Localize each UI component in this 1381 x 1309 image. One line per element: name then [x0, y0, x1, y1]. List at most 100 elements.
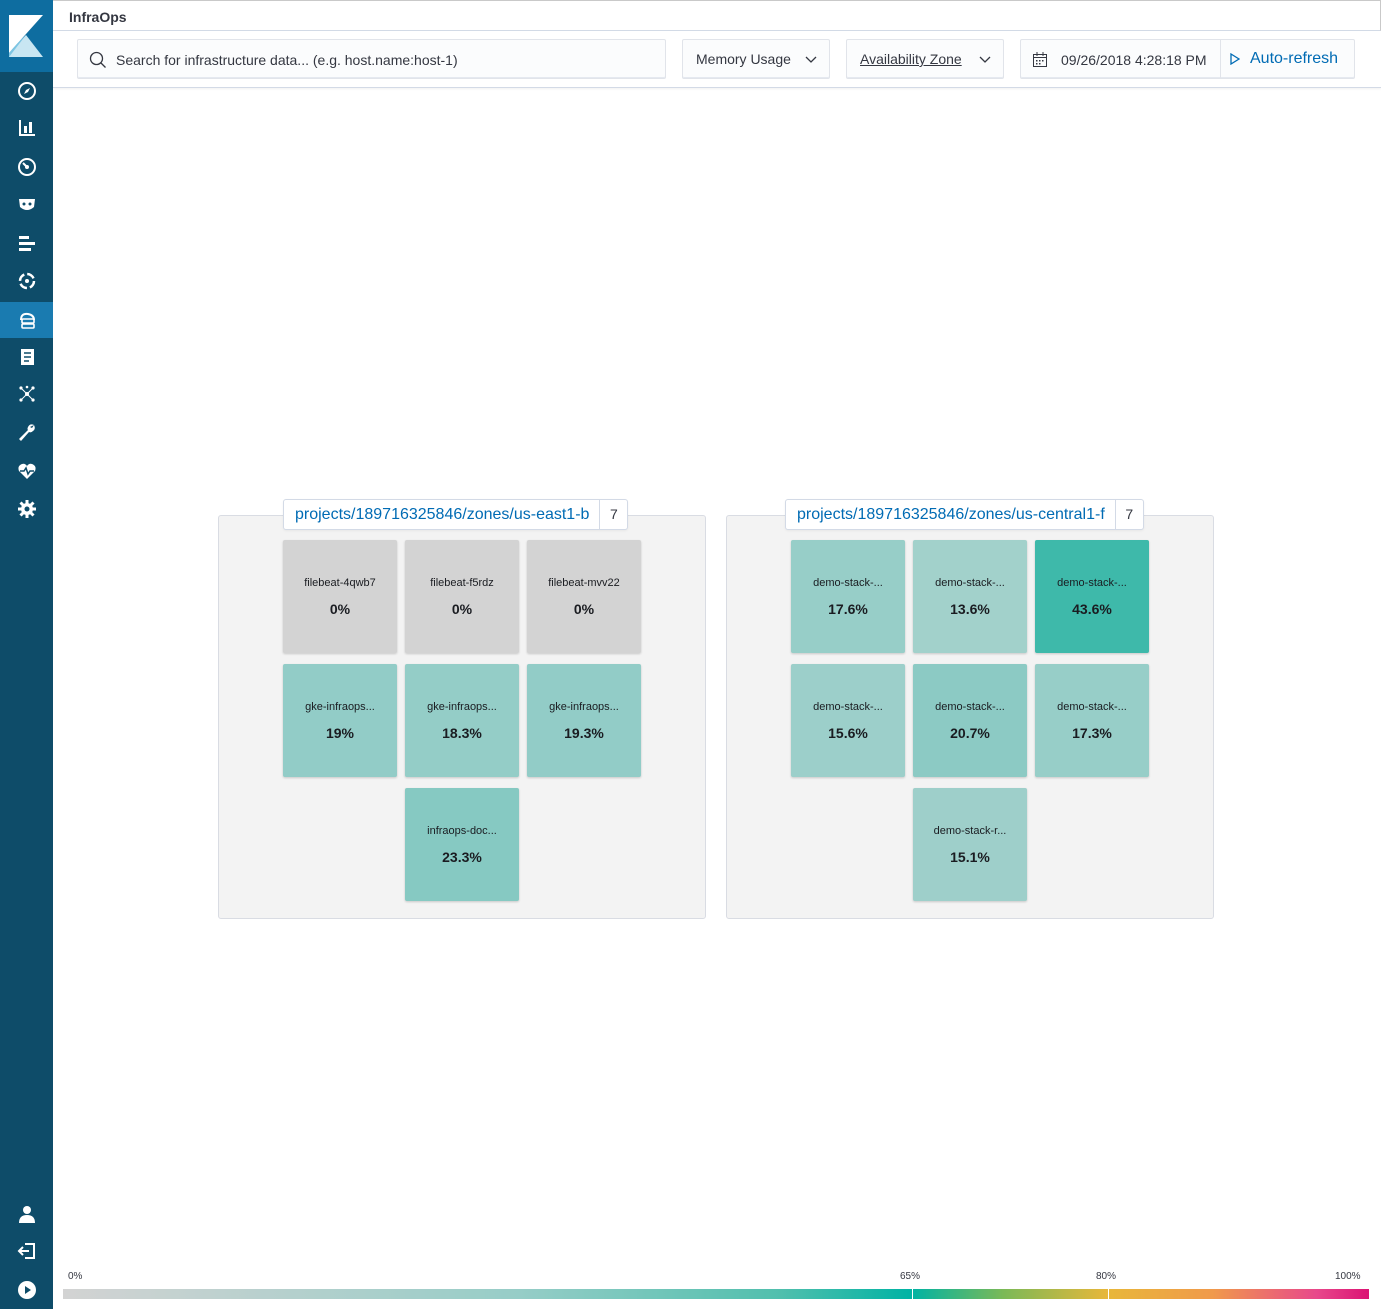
node-value: 17.3%	[1072, 725, 1112, 741]
group-name[interactable]: projects/189716325846/zones/us-east1-b	[295, 505, 590, 523]
sidebar-item-timelion[interactable]	[0, 187, 53, 223]
node-value: 0%	[451, 601, 473, 617]
node-tile[interactable]: demo-stack-r... 15.1%	[913, 788, 1027, 901]
wrench-icon	[17, 422, 37, 442]
sidebar-item-graph[interactable]	[0, 376, 53, 412]
node-label: gke-infraops...	[549, 701, 619, 713]
node-label: filebeat-4qwb7	[304, 577, 376, 589]
chevron-down-icon	[805, 51, 817, 67]
node-value: 19.3%	[564, 725, 604, 741]
play-icon	[1230, 53, 1240, 65]
logout-icon	[17, 1241, 37, 1261]
node-label: infraops-doc...	[427, 825, 497, 837]
legend-gradient-bar	[63, 1289, 1369, 1299]
compass-icon	[17, 81, 37, 101]
node-tile[interactable]: demo-stack-... 17.6%	[791, 540, 905, 653]
node-label: demo-stack-...	[813, 701, 883, 713]
sidebar-item-apm[interactable]	[0, 225, 53, 261]
group-header[interactable]: projects/189716325846/zones/us-central1-…	[785, 499, 1144, 530]
group-us-east1-b: projects/189716325846/zones/us-east1-b 7…	[218, 499, 706, 919]
gear-icon	[17, 499, 37, 519]
node-label: demo-stack-...	[1057, 577, 1127, 589]
metric-dropdown[interactable]: Memory Usage	[682, 39, 830, 79]
node-value: 0%	[573, 601, 595, 617]
dashboard-icon	[17, 157, 37, 177]
node-tile[interactable]: demo-stack-... 17.3%	[1035, 664, 1149, 777]
timelion-icon	[17, 195, 37, 215]
node-tile[interactable]: gke-infraops... 18.3%	[405, 664, 519, 777]
node-label: demo-stack-...	[935, 701, 1005, 713]
legend-tick: 100%	[1335, 1271, 1361, 1282]
legend-tick: 0%	[68, 1271, 83, 1282]
date-input[interactable]: 09/26/2018 4:28:18 PM	[1061, 52, 1207, 68]
title-bar: InfraOps	[53, 0, 1381, 31]
search-box[interactable]	[77, 39, 666, 79]
node-value: 43.6%	[1072, 601, 1112, 617]
sidebar-item-logs[interactable]	[0, 339, 53, 375]
node-label: demo-stack-...	[813, 577, 883, 589]
group-count: 7	[1114, 500, 1143, 529]
app-title: InfraOps	[69, 9, 127, 25]
node-label: demo-stack-...	[1057, 701, 1127, 713]
node-tile[interactable]: demo-stack-... 13.6%	[913, 540, 1027, 653]
group-count: 7	[599, 500, 627, 529]
legend-tick: 65%	[900, 1271, 921, 1282]
collapse-icon	[17, 1280, 37, 1300]
sidebar-item-management[interactable]	[0, 491, 53, 527]
node-tile[interactable]: infraops-doc... 23.3%	[405, 788, 519, 901]
group-header[interactable]: projects/189716325846/zones/us-east1-b 7	[283, 499, 629, 530]
node-tile[interactable]: filebeat-mvv22 0%	[527, 540, 641, 653]
kibana-logo[interactable]	[0, 0, 53, 72]
node-label: demo-stack-r...	[933, 825, 1007, 837]
group-name[interactable]: projects/189716325846/zones/us-central1-…	[797, 505, 1105, 523]
sidebar-item-infrastructure[interactable]	[0, 302, 53, 338]
divider	[1220, 40, 1221, 78]
graph-icon	[17, 384, 37, 404]
sidebar-item-logout[interactable]	[0, 1233, 53, 1269]
auto-refresh-label: Auto-refresh	[1250, 50, 1339, 67]
infrastructure-icon	[17, 310, 37, 330]
node-label: filebeat-mvv22	[548, 577, 620, 589]
sidebar-item-ml[interactable]	[0, 263, 53, 299]
search-input[interactable]	[116, 49, 656, 71]
legend-tick: 80%	[1096, 1271, 1117, 1282]
node-tile[interactable]: gke-infraops... 19.3%	[527, 664, 641, 777]
sidebar-item-dashboard[interactable]	[0, 149, 53, 185]
node-tile[interactable]: demo-stack-... 20.7%	[913, 664, 1027, 777]
node-tile[interactable]: filebeat-f5rdz 0%	[405, 540, 519, 653]
sidebar-item-discover[interactable]	[0, 73, 53, 109]
sidebar-item-dev-tools[interactable]	[0, 414, 53, 450]
bar-chart-icon	[17, 118, 37, 138]
sidebar-item-visualize[interactable]	[0, 110, 53, 146]
node-tile[interactable]: demo-stack-... 15.6%	[791, 664, 905, 777]
group-us-central1-f: projects/189716325846/zones/us-central1-…	[726, 499, 1214, 919]
node-value: 17.6%	[828, 601, 868, 617]
auto-refresh-button[interactable]: Auto-refresh	[1230, 50, 1338, 68]
node-value: 15.1%	[950, 849, 990, 865]
node-label: filebeat-f5rdz	[430, 577, 494, 589]
node-label: gke-infraops...	[305, 701, 375, 713]
chevron-down-icon	[979, 51, 991, 67]
toolbar: Memory Usage Availability Zone 09/26/201…	[53, 31, 1381, 88]
node-tile[interactable]: demo-stack-... 43.6%	[1035, 540, 1149, 653]
legend-marker	[912, 1289, 913, 1299]
node-tile[interactable]: gke-infraops... 19%	[283, 664, 397, 777]
date-picker: 09/26/2018 4:28:18 PM Auto-refresh	[1020, 39, 1355, 79]
logs-icon	[17, 347, 37, 367]
node-value: 19%	[325, 725, 355, 741]
legend-marker	[1108, 1289, 1109, 1299]
node-value: 13.6%	[950, 601, 990, 617]
sidebar-item-user[interactable]	[0, 1196, 53, 1232]
node-value: 23.3%	[442, 849, 482, 865]
sidebar-item-monitoring[interactable]	[0, 453, 53, 489]
ml-icon	[17, 271, 37, 291]
group-by-dropdown[interactable]: Availability Zone	[846, 39, 1004, 79]
node-value: 18.3%	[442, 725, 482, 741]
sidebar-item-collapse[interactable]	[0, 1272, 53, 1308]
group-by-label: Availability Zone	[860, 51, 962, 67]
node-label: demo-stack-...	[935, 577, 1005, 589]
node-tile[interactable]: filebeat-4qwb7 0%	[283, 540, 397, 653]
node-value: 20.7%	[950, 725, 990, 741]
metric-label: Memory Usage	[696, 51, 791, 67]
